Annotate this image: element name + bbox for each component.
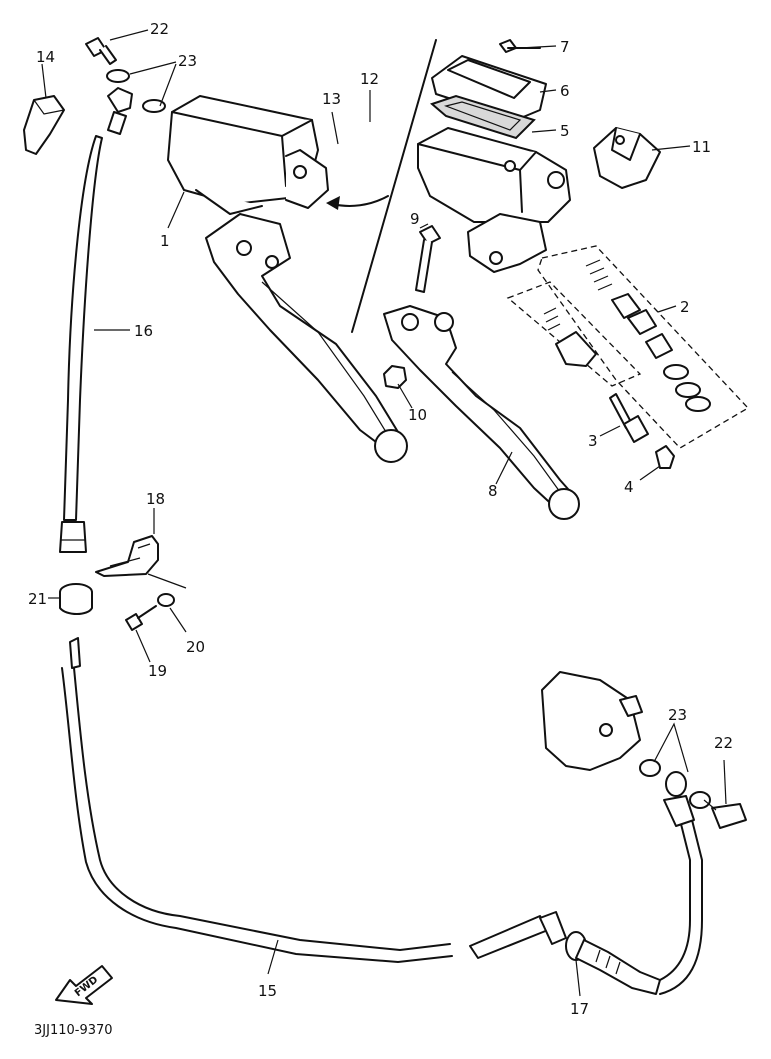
washer-20 xyxy=(157,593,175,607)
label-14: 14 xyxy=(36,48,55,66)
part-2-dashed-box xyxy=(537,245,750,449)
nut-10 xyxy=(383,365,407,389)
label-15: 15 xyxy=(258,982,277,1000)
diaphragm-5 xyxy=(430,94,536,140)
leader-lines xyxy=(41,29,727,997)
label-10: 10 xyxy=(408,406,427,424)
label-5: 5 xyxy=(560,122,570,140)
label-13: 13 xyxy=(322,90,341,108)
cap-14 xyxy=(23,95,65,155)
clamp-guide-line xyxy=(147,573,187,589)
label-23-bottom: 23 xyxy=(668,706,687,724)
screw-19 xyxy=(125,605,157,631)
assembly-arrow xyxy=(331,195,389,207)
label-2: 2 xyxy=(680,298,690,316)
label-3: 3 xyxy=(588,432,598,450)
label-20: 20 xyxy=(186,638,205,656)
label-16: 16 xyxy=(134,322,153,340)
hose-16 xyxy=(59,87,133,553)
label-7: 7 xyxy=(560,38,570,56)
release-cylinder xyxy=(541,671,643,771)
pivot-bolt-9 xyxy=(415,225,441,293)
label-1: 1 xyxy=(160,232,170,250)
fwd-arrow: FWD xyxy=(55,965,113,1005)
master-cylinder-body xyxy=(417,127,571,273)
reservoir-cap-6 xyxy=(431,55,547,121)
bolt-22-top xyxy=(85,37,117,65)
bolt-22-bottom xyxy=(703,799,747,829)
label-12: 12 xyxy=(360,70,379,88)
divider-line xyxy=(351,39,437,333)
label-22-bottom: 22 xyxy=(714,734,733,752)
part-labels: 22 23 14 13 12 7 6 5 11 1 9 2 16 10 3 8 … xyxy=(28,20,733,1018)
clutch-lever-8 xyxy=(383,305,580,520)
label-18: 18 xyxy=(146,490,165,508)
label-17: 17 xyxy=(570,1000,589,1018)
piston-kit-dashed-box xyxy=(506,281,642,387)
label-8: 8 xyxy=(488,482,498,500)
assembly-arrow-head xyxy=(326,196,340,210)
label-21: 21 xyxy=(28,590,47,608)
label-6: 6 xyxy=(560,82,570,100)
label-4: 4 xyxy=(624,478,634,496)
label-22-top: 22 xyxy=(150,20,169,38)
push-rod-3 xyxy=(609,393,649,443)
hose-lower xyxy=(659,795,703,995)
label-11: 11 xyxy=(692,138,711,156)
master-cylinder-assembly xyxy=(167,95,329,215)
label-23-top: 23 xyxy=(178,52,197,70)
bracket-11 xyxy=(593,127,661,189)
washers-23-top xyxy=(106,69,166,113)
label-9: 9 xyxy=(410,210,420,228)
grommet-21 xyxy=(59,583,93,615)
washers-23-bottom xyxy=(639,759,711,809)
drawing-code: 3JJ110-9370 xyxy=(34,1023,113,1038)
adjuster-17 xyxy=(565,931,661,995)
clutch-cable-15 xyxy=(61,637,567,964)
label-19: 19 xyxy=(148,662,167,680)
boot-4 xyxy=(655,445,675,469)
screw-7 xyxy=(499,39,541,53)
clamp-18 xyxy=(95,535,159,577)
clutch-lever-assembled xyxy=(205,213,408,463)
piston-kit-2 xyxy=(543,259,711,412)
